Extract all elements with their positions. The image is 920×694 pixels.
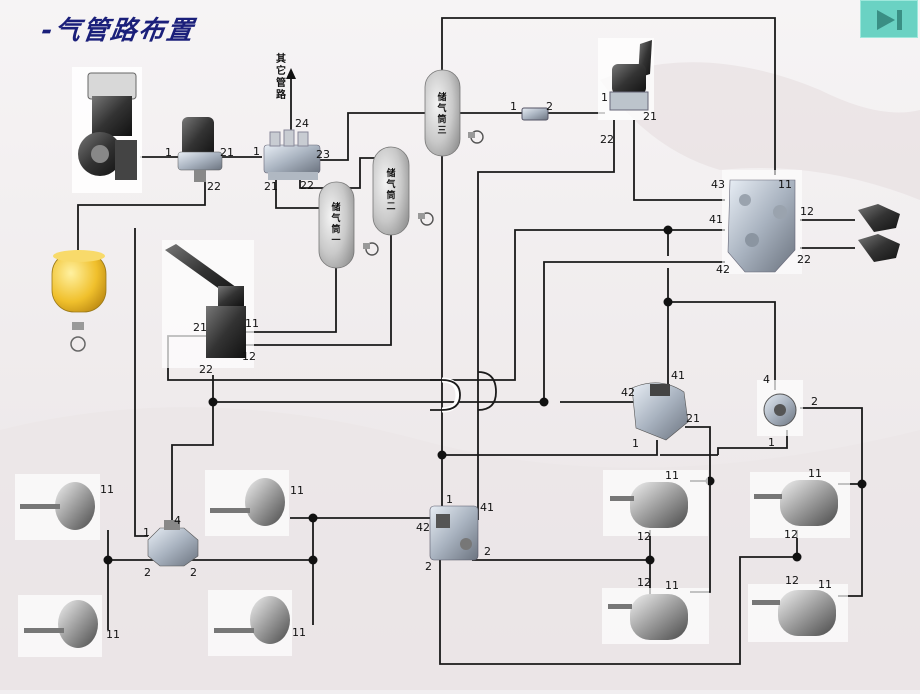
port-label: 22 (600, 133, 614, 146)
port-label: 21 (193, 321, 207, 334)
port-label: 11 (290, 484, 304, 497)
port-label: 12 (637, 576, 651, 589)
port-label: 23 (316, 148, 330, 161)
spring-brake-chamber-4 (748, 584, 848, 642)
port-label: 2 (546, 100, 553, 113)
air-tank-1: 储气筒一 (318, 181, 379, 269)
port-label: 11 (106, 628, 120, 641)
arrow-up-icon (286, 68, 296, 79)
port-label: 42 (416, 521, 430, 534)
foot-brake-valve (162, 240, 254, 368)
port-label: 4 (763, 373, 770, 386)
front-brake-chamber-4 (208, 590, 292, 656)
front-brake-chamber-2 (18, 595, 102, 657)
skip-next-icon (877, 10, 902, 30)
port-label: 22 (199, 363, 213, 376)
port-label: 1 (165, 146, 172, 159)
port-label: 12 (637, 530, 651, 543)
air-dryer (177, 117, 223, 182)
page-title: -气管路布置 (39, 16, 197, 46)
port-label: 11 (818, 578, 832, 591)
port-label: 1 (632, 437, 639, 450)
port-label: 1 (510, 100, 517, 113)
tank-1-label: 储气筒一 (330, 201, 340, 246)
port-label: 11 (665, 469, 679, 482)
port-label: 1 (446, 493, 453, 506)
air-tank-3: 储气筒三 (424, 69, 484, 157)
port-label: 11 (292, 626, 306, 639)
port-label: 21 (643, 110, 657, 123)
port-label: 11 (808, 467, 822, 480)
port-label: 2 (144, 566, 151, 579)
port-label: 42 (716, 263, 730, 276)
port-label: 41 (709, 213, 723, 226)
port-label: 41 (671, 369, 685, 382)
port-label: 11 (778, 178, 792, 191)
port-label: 42 (621, 386, 635, 399)
port-label: 1 (253, 145, 260, 158)
air-tank-2: 储气筒二 (372, 146, 434, 236)
port-label: 21 (686, 412, 700, 425)
port-label: 21 (264, 180, 278, 193)
port-label: 1 (143, 526, 150, 539)
port-label: 12 (242, 350, 256, 363)
port-label: 22 (797, 253, 811, 266)
trailer-coupling-heads (858, 204, 900, 262)
port-label: 4 (174, 514, 181, 527)
port-label: 12 (785, 574, 799, 587)
spring-brake-chamber-2 (602, 588, 709, 644)
front-brake-chamber-3 (205, 470, 289, 536)
port-label: 22 (300, 179, 314, 192)
port-label: 22 (207, 180, 221, 193)
load-sensing-valve (631, 382, 689, 441)
port-label: 2 (425, 560, 432, 573)
inline-filter (521, 107, 549, 121)
port-label: 1 (768, 436, 775, 449)
air-compressor (72, 67, 142, 193)
port-label: 2 (811, 395, 818, 408)
front-brake-chamber-1 (15, 474, 100, 540)
spring-brake-chamber-1 (603, 470, 708, 536)
hand-brake-valve (598, 38, 654, 120)
port-label: 11 (245, 317, 259, 330)
background-dune (600, 62, 920, 200)
port-label: 12 (784, 528, 798, 541)
port-label: 24 (295, 117, 309, 130)
trailer-control-valve (722, 170, 802, 274)
rear-relay-valve (429, 505, 479, 561)
tank-2-label: 储气筒二 (385, 167, 395, 212)
port-label: 43 (711, 178, 725, 191)
spring-brake-chamber-3 (750, 472, 850, 538)
port-label: 12 (800, 205, 814, 218)
front-relay-valve (147, 520, 199, 567)
tank-3-label: 储气筒三 (436, 91, 446, 136)
port-label: 11 (665, 579, 679, 592)
next-slide-button[interactable] (860, 0, 918, 38)
port-label: 2 (484, 545, 491, 558)
port-label: 2 (190, 566, 197, 579)
port-label: 21 (220, 146, 234, 159)
other-lines-label: 其它管路 (276, 52, 287, 101)
port-label: 1 (601, 91, 608, 104)
wet-air-tank (51, 250, 107, 352)
four-circuit-protection-valve (263, 129, 321, 180)
port-labels: 1 21 22 1 21 22 23 24 1 2 1 21 22 43 11 … (100, 91, 832, 641)
port-label: 41 (480, 501, 494, 514)
quick-release-valve (757, 380, 803, 436)
port-label: 11 (100, 483, 114, 496)
